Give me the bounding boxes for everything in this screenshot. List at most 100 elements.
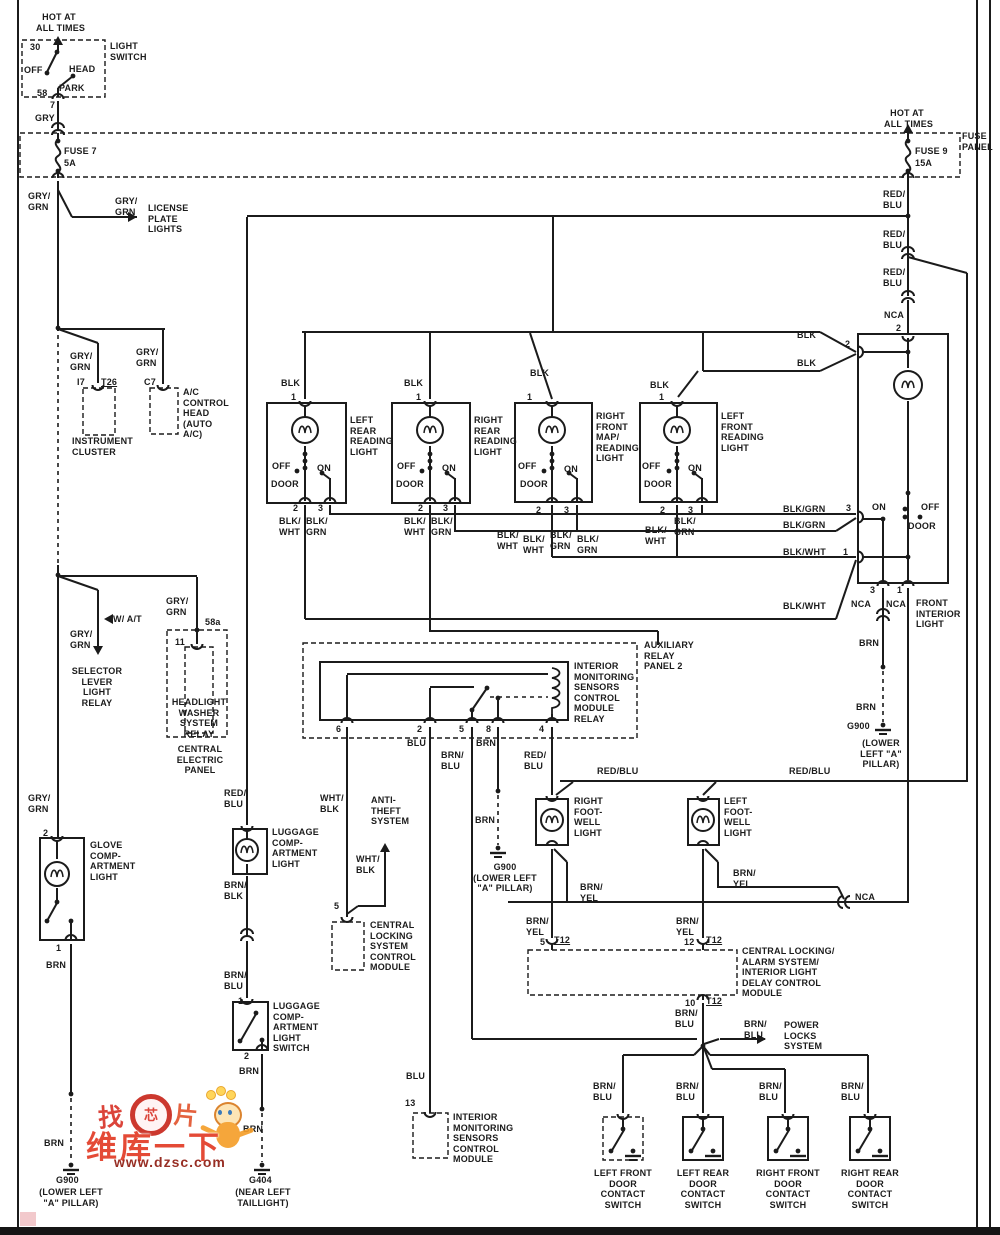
terminal-cup-icon <box>298 400 312 407</box>
terminal-cup-icon <box>190 643 204 650</box>
diagram-label: 4 <box>539 724 545 734</box>
terminal-cup-icon <box>696 795 710 802</box>
diagram-label: DOOR <box>271 479 299 489</box>
diagram-label: 3 <box>846 503 852 513</box>
terminal-cup-icon <box>857 345 864 359</box>
module-dashed-box <box>149 387 179 435</box>
diagram-label: CENTRAL ELECTRIC PANEL <box>176 744 224 775</box>
diagram-label: ON <box>442 463 456 473</box>
diagram-label: 2 <box>43 828 49 838</box>
diagram-label: (LOWER LEFT "A" PILLAR) <box>860 738 902 769</box>
diagram-label: NCA <box>884 310 905 320</box>
connector-chevron-icon <box>240 928 254 942</box>
diagram-label: GRY/ GRN <box>115 196 138 217</box>
diagram-label: A/C CONTROL HEAD (AUTO A/C) <box>183 387 229 439</box>
diagram-label: BRN/ BLU <box>744 1019 767 1040</box>
diagram-label: BRN/ BLU <box>676 1081 699 1102</box>
diagram-label: 58 <box>37 88 48 98</box>
diagram-label: I7 <box>77 377 85 387</box>
diagram-label: BLU <box>407 738 427 748</box>
diagram-label: SELECTOR LEVER LIGHT RELAY <box>71 666 123 708</box>
diagram-label: OFF <box>642 461 661 471</box>
diagram-label: BLK <box>797 330 817 340</box>
diagram-label: OFF <box>272 461 291 471</box>
diagram-label: 2 <box>896 323 902 333</box>
module-dashed-box <box>19 132 961 178</box>
terminal-cup-icon <box>240 825 254 832</box>
ground-icon <box>877 1148 883 1154</box>
junction-dot <box>541 468 547 474</box>
diagonal-wire <box>555 781 574 796</box>
junction-dot <box>855 1148 861 1154</box>
module-dashed-box <box>527 949 738 996</box>
diagram-label: DOOR <box>520 479 548 489</box>
diagonal-wire <box>835 517 857 532</box>
junction-dot <box>917 514 923 520</box>
terminal-cup-icon <box>423 1111 437 1118</box>
diagram-label: RED/BLU <box>597 766 639 776</box>
module-dashed-box <box>602 1116 644 1161</box>
diagram-label: 15A <box>915 158 933 168</box>
diagram-label: RED/ BLU <box>524 750 547 771</box>
junction-dot <box>237 1038 243 1044</box>
diagram-label: RED/ BLU <box>224 788 247 809</box>
component-box <box>849 1116 891 1161</box>
junction-dot <box>608 1148 614 1154</box>
diagram-label: RED/ BLU <box>883 229 906 250</box>
diagram-label: BRN <box>243 1124 264 1134</box>
page-bar <box>0 1227 1000 1235</box>
junction-dot <box>549 451 555 457</box>
ground-icon <box>630 1148 636 1154</box>
diagram-label: 1 <box>843 547 849 557</box>
terminal-cup-icon <box>255 1044 269 1051</box>
diagram-label: BLK <box>281 378 301 388</box>
diagram-label: 13 <box>405 1098 416 1108</box>
diagram-label: RED/ BLU <box>883 267 906 288</box>
diagram-label: 11 <box>175 637 185 647</box>
component-box <box>319 661 569 721</box>
terminal-cup-icon <box>696 840 710 847</box>
bulb-filament-icon <box>901 380 915 389</box>
diagram-label: BLK <box>530 368 550 378</box>
diagonal-wire <box>57 189 73 218</box>
diagram-label: INTERIOR MONITORING SENSORS CONTROL MODU… <box>453 1112 514 1164</box>
diagram-label: BRN/ BLU <box>593 1081 616 1102</box>
diagram-label: 6 <box>336 724 342 734</box>
diagram-label: 2 <box>293 503 299 513</box>
component-box <box>767 1116 809 1161</box>
diagram-label: 3 <box>688 505 694 515</box>
terminal-cup-icon <box>64 934 78 941</box>
diagram-label: 5 <box>459 724 465 734</box>
diagram-label: (LOWER LEFT "A" PILLAR) <box>39 1187 103 1208</box>
diagram-label: 1 <box>56 943 62 953</box>
diagram-label: INSTRUMENT CLUSTER <box>72 436 133 457</box>
junction-dot <box>484 685 490 691</box>
arrowhead-icon <box>380 843 390 852</box>
junction-dot <box>495 695 501 701</box>
ground-icon <box>710 1148 716 1154</box>
terminal-cup-icon <box>901 335 915 342</box>
terminal-cup-icon <box>51 93 65 100</box>
junction-dot <box>549 465 555 471</box>
diagram-label: FUSE 7 <box>64 146 97 156</box>
diagram-label: BRN/ BLU <box>841 1081 864 1102</box>
diagram-label: BLK/WHT <box>783 601 826 611</box>
diagram-label: LEFT FRONT READING LIGHT <box>721 411 764 453</box>
terminal-cup-icon <box>340 916 354 923</box>
junction-dot <box>253 1010 259 1016</box>
diagram-label: RIGHT REAR READING LIGHT <box>474 415 517 457</box>
component-box <box>266 402 347 504</box>
terminal-cup-icon <box>91 384 105 391</box>
diagram-label: DOOR <box>396 479 424 489</box>
diagram-label: 58a <box>205 617 221 627</box>
arrowhead-icon <box>757 1034 766 1044</box>
junction-dot <box>44 918 50 924</box>
diagram-label: BRN/ BLU <box>441 750 464 771</box>
diagram-label: BLK <box>650 380 670 390</box>
junction-dot <box>674 451 680 457</box>
diagram-label: GLOVE COMP- ARTMENT LIGHT <box>90 840 136 882</box>
junction-dot <box>902 514 908 520</box>
diagram-label: BLK <box>404 378 424 388</box>
terminal-cup-icon <box>240 998 254 1005</box>
junction-dot <box>905 490 911 496</box>
